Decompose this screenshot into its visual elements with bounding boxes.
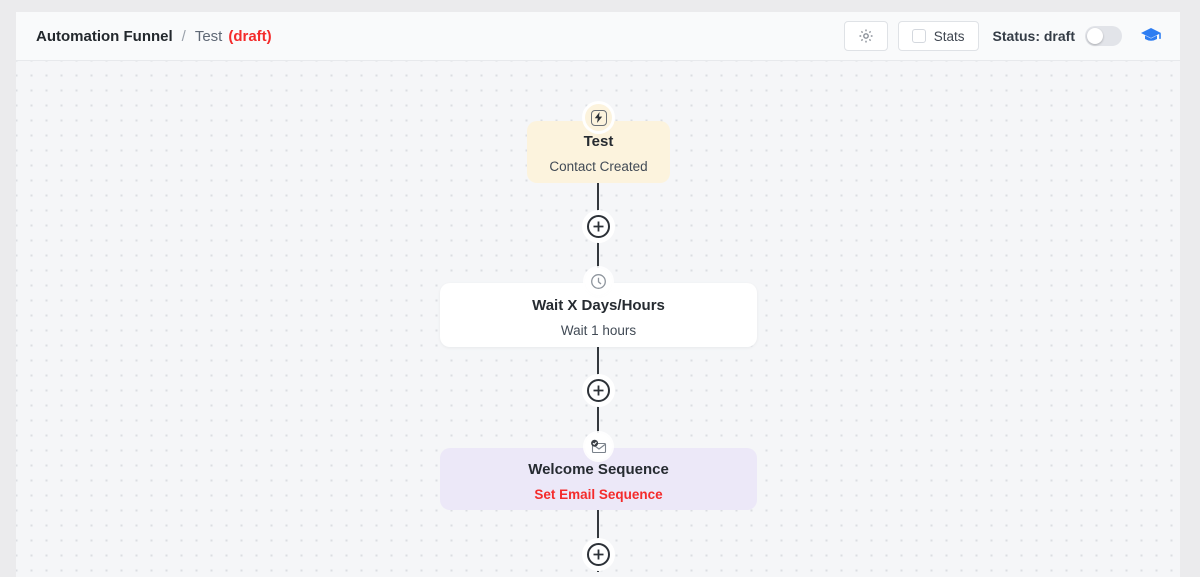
stats-button[interactable]: Stats	[897, 21, 979, 51]
sequence-node-title: Welcome Sequence	[528, 461, 669, 478]
add-step-button[interactable]	[582, 210, 615, 243]
breadcrumb-separator: /	[181, 27, 186, 45]
breadcrumb-root[interactable]: Automation Funnel	[36, 27, 173, 45]
help-button[interactable]	[1140, 26, 1162, 46]
wait-node-title: Wait X Days/Hours	[532, 297, 665, 314]
status-toggle[interactable]	[1085, 26, 1122, 46]
breadcrumb: Automation Funnel / Test (draft)	[36, 28, 272, 45]
add-step-button[interactable]	[582, 538, 615, 571]
funnel-canvas: Test Contact Created Wait X Days/Hours W…	[16, 61, 1180, 577]
gear-icon	[858, 28, 874, 44]
trigger-node-subtitle: Contact Created	[549, 158, 648, 174]
breadcrumb-current: Test	[194, 27, 223, 45]
graduation-cap-icon	[1140, 26, 1162, 46]
draft-badge: (draft)	[228, 27, 272, 45]
plus-icon	[587, 379, 610, 402]
app-window: Automation Funnel / Test (draft) Stats S…	[16, 12, 1180, 577]
wait-node-badge	[585, 268, 612, 295]
status-label: Status: draft	[992, 28, 1075, 44]
header-actions: Stats Status: draft	[843, 21, 1162, 51]
add-step-button[interactable]	[582, 374, 615, 407]
stats-checkbox[interactable]	[911, 29, 926, 43]
trigger-node-card[interactable]: Test Contact Created	[527, 121, 670, 183]
plus-icon	[587, 215, 610, 238]
trigger-node-badge	[585, 104, 612, 131]
sequence-node-subtitle: Set Email Sequence	[534, 486, 663, 502]
sequence-node-badge	[585, 433, 612, 460]
lightning-icon	[590, 109, 607, 126]
header-bar: Automation Funnel / Test (draft) Stats S…	[16, 12, 1180, 61]
wait-node-subtitle: Wait 1 hours	[560, 322, 637, 338]
settings-button[interactable]	[843, 21, 888, 51]
plus-icon	[587, 543, 610, 566]
trigger-node-title: Test	[583, 133, 614, 150]
clock-icon	[590, 273, 607, 290]
toggle-knob	[1087, 28, 1103, 44]
stats-label: Stats	[933, 28, 965, 44]
email-sequence-icon	[590, 439, 607, 454]
